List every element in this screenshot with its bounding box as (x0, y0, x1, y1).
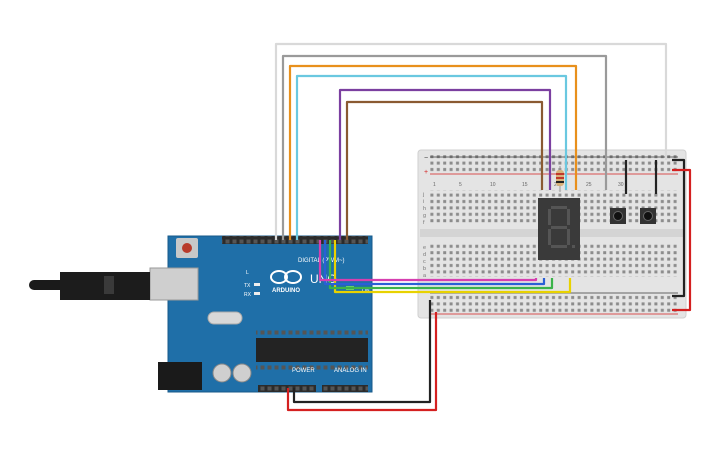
wire-black-gnd (292, 300, 432, 404)
svg-text:j: j (422, 192, 424, 198)
svg-text:1: 1 (433, 182, 436, 188)
svg-text:5: 5 (459, 182, 462, 188)
wire-purple (338, 88, 552, 240)
wire-magenta (318, 240, 538, 282)
wires (274, 42, 692, 412)
resistor-icon (556, 166, 564, 192)
rx-label: RX (244, 292, 252, 298)
top-power-rail (430, 154, 678, 172)
wire-red-rail (672, 168, 692, 312)
svg-text:i: i (423, 199, 424, 205)
wire-green (328, 240, 554, 290)
arduino-uno-board: DIGITAL (PWM~) ARDUINO UNO ON TX RX L PO… (149, 235, 373, 393)
svg-text:a: a (423, 273, 427, 279)
digital-header-label: DIGITAL (PWM~) (298, 258, 345, 264)
svg-text:30: 30 (618, 182, 624, 188)
power-header-label: POWER (292, 368, 315, 374)
wire-red-5v (286, 312, 438, 412)
tx-label: TX (244, 283, 251, 289)
svg-text:e: e (423, 245, 426, 251)
crystal-oscillator (207, 311, 243, 325)
wire-black-rail (672, 158, 686, 298)
row-letters: j i h g f e d c b a (422, 192, 427, 279)
push-button-icon[interactable] (640, 208, 656, 224)
svg-text:h: h (423, 206, 426, 212)
rail-plus-label: + (424, 169, 428, 176)
push-button-icon[interactable] (610, 208, 626, 224)
usb-cable-icon (29, 272, 150, 300)
wire-white (274, 42, 668, 240)
analog-header-label: ANALOG IN (334, 368, 367, 374)
microcontroller-chip (256, 338, 368, 362)
seven-segment-display-icon[interactable] (538, 198, 580, 260)
wire-gray (281, 54, 608, 240)
rail-minus-label: − (424, 155, 428, 162)
l-label: L (246, 270, 249, 276)
wire-blue (323, 240, 546, 286)
bottom-power-rail (430, 295, 678, 313)
wire-brown (345, 100, 544, 240)
capacitor (212, 363, 232, 383)
wire-orange (288, 64, 578, 240)
wire-cyan (295, 74, 568, 240)
svg-text:10: 10 (490, 182, 496, 188)
wire-yellow (333, 240, 572, 294)
arduino-brand-label: ARDUINO (272, 288, 300, 294)
svg-text:g: g (423, 213, 426, 219)
svg-text:c: c (423, 259, 426, 265)
svg-text:25: 25 (586, 182, 592, 188)
svg-text:15: 15 (522, 182, 528, 188)
usb-port (149, 267, 199, 301)
svg-text:d: d (423, 252, 426, 258)
power-jack (158, 362, 202, 390)
arduino-logo-icon (270, 270, 302, 284)
capacitor (232, 363, 252, 383)
svg-text:f: f (423, 220, 425, 226)
svg-text:b: b (423, 266, 426, 272)
